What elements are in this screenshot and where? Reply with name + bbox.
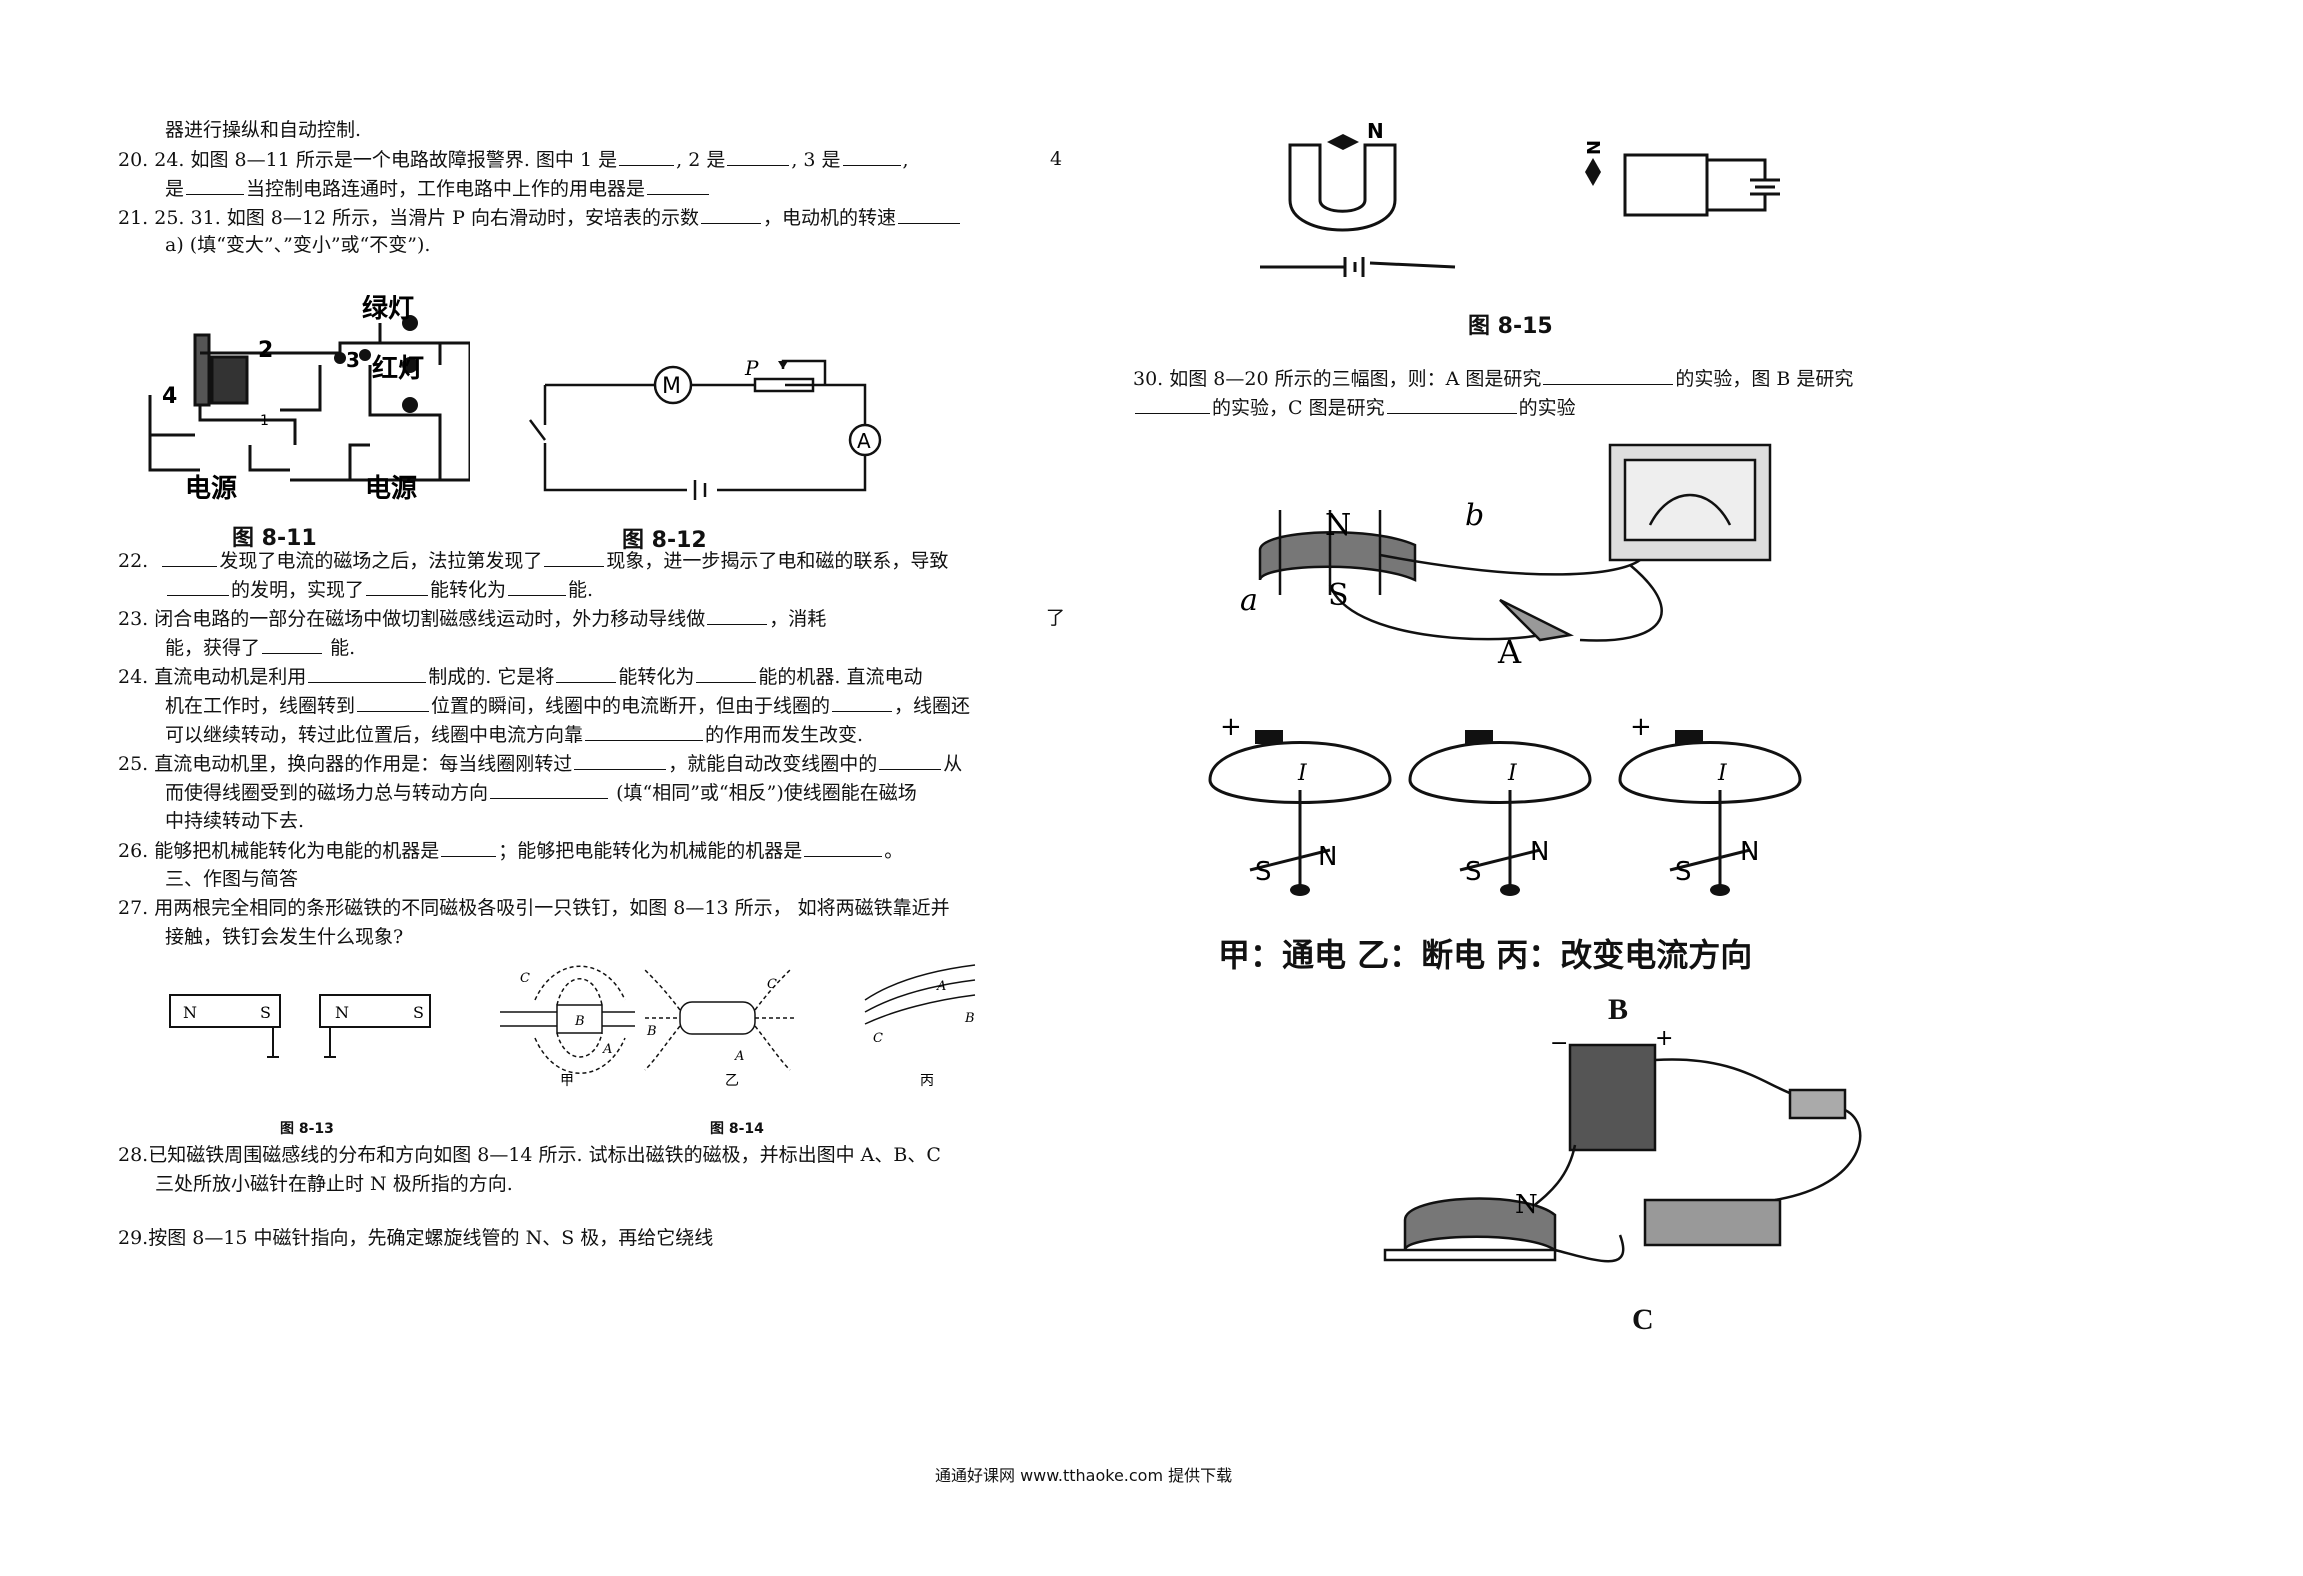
label-a: A	[602, 1042, 612, 1057]
label-s: S	[1675, 857, 1692, 887]
label-c: C	[767, 977, 777, 992]
caption-fig-8-15: 图 8-15	[1468, 314, 1553, 339]
question-30-cont: 的实验，C 图是研究的实验	[1133, 395, 1576, 420]
label-3: 3	[346, 348, 360, 372]
label-n: N	[1325, 508, 1351, 543]
question-23: 23. 闭合电路的一部分在磁场中做切割磁感线运动时，外力移动导线做，消耗	[118, 608, 827, 630]
caption-fig-8-13: 图 8-13	[280, 1121, 334, 1137]
question-21: 21. 25. 31. 如图 8—12 所示，当滑片 P 向右滑动时，安培表的示…	[118, 205, 962, 230]
label-plus: +	[1220, 712, 1242, 742]
label-b: B	[646, 1024, 657, 1039]
question-27-cont: 接触，铁钉会发生什么现象?	[165, 926, 404, 948]
figure-8-12-circuit: M A P	[529, 356, 882, 500]
label-a: A	[734, 1049, 744, 1064]
label-p: P	[744, 356, 759, 380]
question-25-cont1: 而使得线圈受到的磁场力总与转动方向 (填“相同”或“相反”)使线圈能在磁场	[165, 782, 917, 804]
question-21-cont: a) (填“变大”、”变小”或“不变”).	[165, 234, 431, 256]
figure-8-14-field-lines: C B A C B A A B C 甲 乙 丙	[500, 964, 976, 1089]
question-22-cont: 的发明，实现了能转化为能.	[165, 577, 593, 602]
label-bing: 丙	[920, 1073, 934, 1089]
label-n: N	[1515, 1190, 1538, 1220]
label-n: N	[1740, 837, 1759, 867]
label-n: N	[1318, 842, 1337, 872]
label-motor: M	[662, 374, 681, 399]
question-28: 28.已知磁铁周围磁感线的分布和方向如图 8—14 所示. 试标出磁铁的磁极，并…	[118, 1144, 941, 1166]
label-n: N	[1367, 120, 1384, 143]
label-s: S	[1255, 857, 1272, 887]
text-line: 器进行操纵和自动控制.	[165, 119, 362, 141]
label-s: S	[260, 1003, 271, 1022]
question-24: 24. 直流电动机是利用制成的. 它是将能转化为能的机器. 直流电动	[118, 666, 923, 688]
question-29: 29.按图 8—15 中磁针指向，先确定螺旋线管的 N、S 极，再给它绕线	[118, 1227, 714, 1249]
label-n: N	[335, 1003, 349, 1022]
label-b: B	[574, 1014, 585, 1029]
label-n: N	[183, 1003, 197, 1022]
label-plus: +	[1630, 712, 1652, 742]
question-25-cont2: 中持续转动下去.	[165, 810, 305, 832]
label-s: S	[1465, 857, 1482, 887]
caption-fig-8-11: 图 8-11	[232, 526, 317, 551]
question-24-cont2: 可以继续转动，转过此位置后，线圈中电流方向靠的作用而发生改变.	[165, 724, 864, 746]
label-power-2: 电源	[365, 474, 417, 500]
label-c: C	[520, 971, 530, 986]
question-26: 26. 能够把机械能转化为电能的机器是；能够把电能转化为机械能的机器是。	[118, 840, 904, 862]
label-fig-c: C	[1632, 1303, 1654, 1336]
label-a: A	[936, 979, 946, 994]
figure-b-caption: 甲：通电 乙：断电 丙：改变电流方向	[1218, 936, 1753, 974]
question-20: 20. 24. 如图 8—11 所示是一个电路故障报警界. 图中 1 是, 2 …	[118, 149, 909, 171]
section-3-heading: 三、作图与简答	[165, 868, 299, 890]
question-27: 27. 用两根完全相同的条形磁铁的不同磁极各吸引一只铁钉，如图 8—13 所示，…	[118, 897, 950, 919]
text-fragment: 了	[1046, 607, 1066, 629]
label-s: S	[1328, 578, 1349, 613]
figure-b-oersted: + S N S N S N + I I I	[1208, 712, 1802, 896]
label-current: I	[1717, 761, 1728, 786]
label-red-lamp: 红灯	[372, 353, 424, 384]
caption-fig-8-12: 图 8-12	[622, 528, 707, 553]
label-green-lamp: 绿灯	[362, 295, 414, 324]
question-25: 25. 直流电动机里，换向器的作用是：每当线圈刚转过，就能自动改变线圈中的从	[118, 753, 963, 775]
label-1: 1	[260, 413, 269, 429]
label-plus: +	[1655, 1026, 1673, 1051]
label-power-1: 电源	[185, 474, 237, 500]
label-2: 2	[258, 338, 273, 363]
label-ammeter: A	[857, 429, 871, 453]
figure-8-15: N N	[1260, 120, 1780, 277]
label-current: I	[1507, 761, 1518, 786]
label-minus: −	[1550, 1031, 1568, 1056]
label-n: N	[1582, 140, 1603, 155]
figure-a-induction: N S a b A	[1240, 443, 1772, 670]
question-20-cont: 是当控制电路连通时，工作电路中上作的用电器是	[165, 176, 711, 201]
question-22: 22. 发现了电流的磁场之后，法拉第发现了现象，进一步揭示了电和磁的联系，导致	[118, 550, 949, 572]
figure-8-11-circuit: 绿灯 红灯 2 3 4 1 电源 电源	[148, 295, 470, 500]
text-fragment: 4	[1050, 148, 1063, 170]
label-b: b	[1465, 498, 1484, 533]
label-4: 4	[162, 384, 177, 409]
label-yi: 乙	[725, 1073, 739, 1089]
figure-c-motor: N − +	[1383, 1026, 1862, 1263]
question-30: 30. 如图 8—20 所示的三幅图，则：A 图是研究的实验，图 B 是研究	[1133, 368, 1854, 390]
label-b: B	[964, 1011, 975, 1026]
label-a: a	[1240, 583, 1258, 618]
label-c: C	[873, 1031, 883, 1046]
label-fig-b: B	[1608, 993, 1629, 1026]
label-s: S	[413, 1003, 424, 1022]
label-fig-a: A	[1497, 633, 1522, 670]
question-23-cont: 能，获得了 能.	[165, 637, 356, 659]
page-footer: 通通好课网 www.tthaoke.com 提供下载	[935, 1466, 1233, 1485]
question-28-cont: 三处所放小磁针在静止时 N 极所指的方向.	[155, 1173, 513, 1195]
figure-8-13-magnets: N S N S	[169, 994, 431, 1058]
label-current: I	[1297, 761, 1308, 786]
label-n: N	[1530, 837, 1549, 867]
question-24-cont1: 机在工作时，线圈转到位置的瞬间，线圈中的电流断开，但由于线圈的，线圈还	[165, 695, 971, 717]
caption-fig-8-14: 图 8-14	[710, 1121, 764, 1137]
label-jia: 甲	[560, 1073, 574, 1089]
